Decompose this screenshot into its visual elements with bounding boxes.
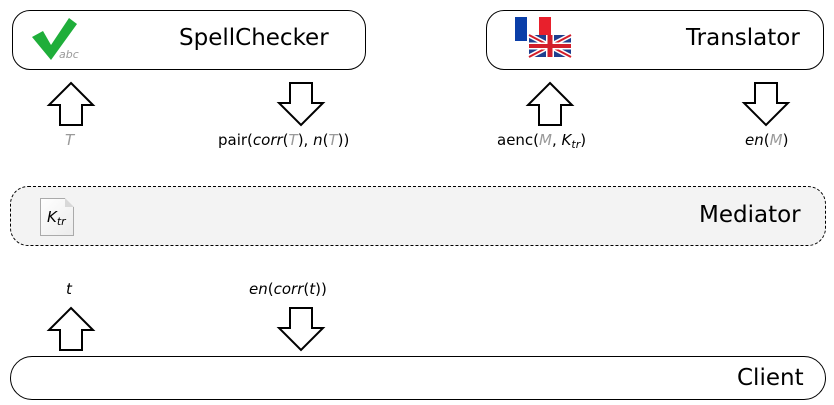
abc-icon-text: abc xyxy=(59,48,79,61)
down-arrow-client-in xyxy=(276,307,326,352)
flags-icon xyxy=(515,17,573,59)
translator-box: Translator xyxy=(486,10,824,70)
label-client-output: t xyxy=(66,280,72,298)
key-document-icon: Ktr xyxy=(40,198,74,236)
up-arrow-translator-in xyxy=(525,81,575,126)
label-translator-output: en(M) xyxy=(745,131,789,149)
check-icon xyxy=(32,18,77,60)
mediator-title: Mediator xyxy=(699,202,801,228)
down-arrow-translator-out xyxy=(741,82,791,127)
label-translator-input: aenc(M, Ktr) xyxy=(497,131,587,151)
spellchecker-title: SpellChecker xyxy=(179,25,329,51)
up-arrow-spellchecker-in xyxy=(46,81,96,126)
client-box: Client xyxy=(10,356,826,400)
label-spell-input: T xyxy=(65,131,75,149)
translator-title: Translator xyxy=(686,25,800,51)
mediator-box: Ktr Mediator xyxy=(10,186,826,246)
spellchecker-box: abc SpellChecker xyxy=(12,10,366,70)
client-title: Client xyxy=(737,365,804,391)
down-arrow-spellchecker-out xyxy=(276,82,326,127)
label-spell-output: pair(corr(T), n(T)) xyxy=(218,131,350,149)
label-client-input: en(corr(t)) xyxy=(249,280,327,298)
up-arrow-client-out xyxy=(46,306,96,351)
